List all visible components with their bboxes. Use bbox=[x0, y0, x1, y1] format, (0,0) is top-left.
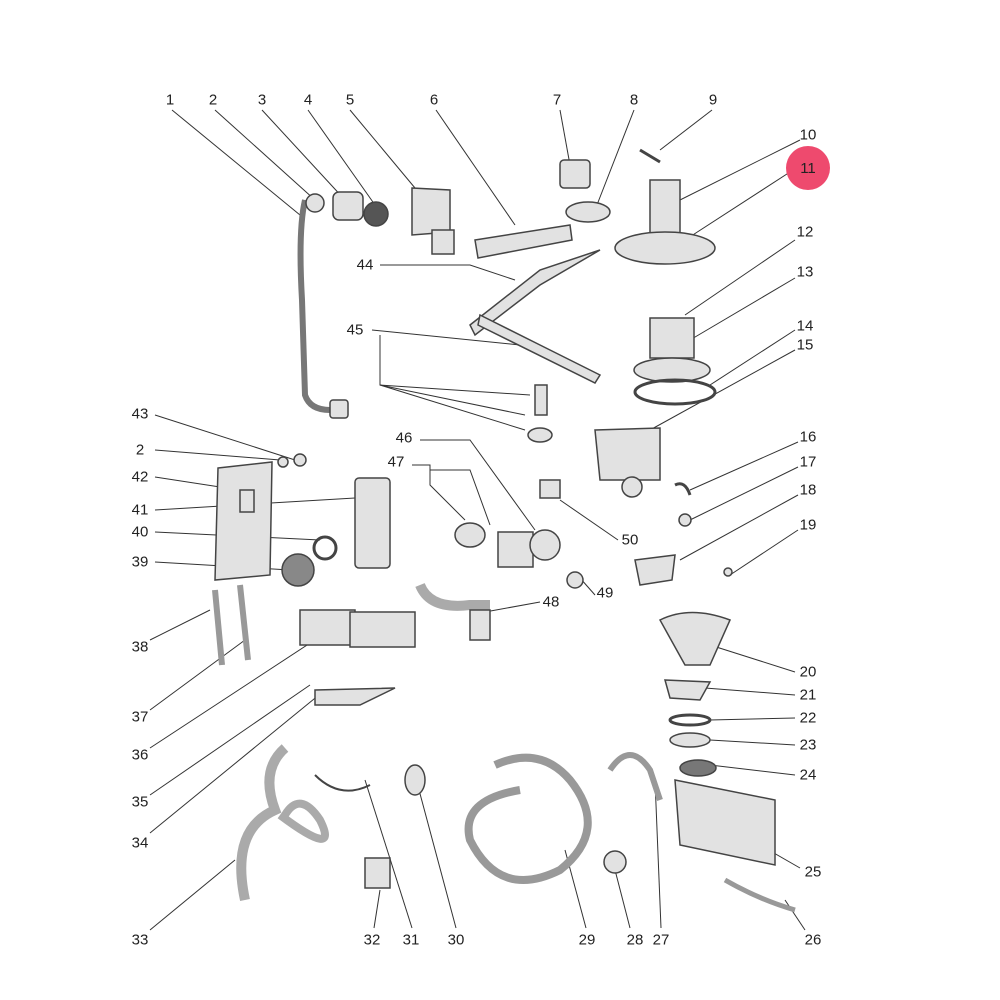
callout-label: 10 bbox=[799, 126, 817, 144]
callout-label: 33 bbox=[131, 931, 149, 949]
callout-label: 21 bbox=[799, 686, 817, 704]
callout-label: 7 bbox=[552, 91, 562, 109]
callout-label: 42 bbox=[131, 468, 149, 486]
callout-label: 6 bbox=[429, 91, 439, 109]
callout-label: 40 bbox=[131, 523, 149, 541]
callout-label: 2 bbox=[135, 441, 145, 459]
callout-label: 45 bbox=[346, 321, 364, 339]
callout-label: 23 bbox=[799, 736, 817, 754]
callout-label: 14 bbox=[796, 317, 814, 335]
callout-label: 27 bbox=[652, 931, 670, 949]
callout-label: 47 bbox=[387, 453, 405, 471]
callout-label: 22 bbox=[799, 709, 817, 727]
callout-label: 41 bbox=[131, 501, 149, 519]
callout-label: 28 bbox=[626, 931, 644, 949]
callout-label: 12 bbox=[796, 223, 814, 241]
callout-label: 16 bbox=[799, 428, 817, 446]
callout-label: 30 bbox=[447, 931, 465, 949]
callout-label: 50 bbox=[621, 531, 639, 549]
callout-label: 25 bbox=[804, 863, 822, 881]
callout-label: 24 bbox=[799, 766, 817, 784]
callout-label: 48 bbox=[542, 593, 560, 611]
callout-label: 36 bbox=[131, 746, 149, 764]
callout-label: 2 bbox=[208, 91, 218, 109]
callout-label: 39 bbox=[131, 553, 149, 571]
callout-label: 49 bbox=[596, 584, 614, 602]
callout-label: 1 bbox=[165, 91, 175, 109]
callout-label: 37 bbox=[131, 708, 149, 726]
callout-label: 17 bbox=[799, 453, 817, 471]
callout-label: 15 bbox=[796, 336, 814, 354]
callout-label: 26 bbox=[804, 931, 822, 949]
callout-label: 5 bbox=[345, 91, 355, 109]
callout-label: 18 bbox=[799, 481, 817, 499]
callout-label: 35 bbox=[131, 793, 149, 811]
callout-label: 19 bbox=[799, 516, 817, 534]
callout-label: 20 bbox=[799, 663, 817, 681]
callout-label: 31 bbox=[402, 931, 420, 949]
callout-label: 34 bbox=[131, 834, 149, 852]
part-drawings bbox=[212, 148, 796, 913]
callout-label: 46 bbox=[395, 429, 413, 447]
callout-badge-highlighted[interactable]: 11 bbox=[786, 146, 830, 190]
callout-label: 13 bbox=[796, 263, 814, 281]
callout-label: 3 bbox=[257, 91, 267, 109]
callout-label: 44 bbox=[356, 256, 374, 274]
callout-label: 32 bbox=[363, 931, 381, 949]
callout-label: 29 bbox=[578, 931, 596, 949]
callout-label: 9 bbox=[708, 91, 718, 109]
callout-label: 8 bbox=[629, 91, 639, 109]
callout-label: 38 bbox=[131, 638, 149, 656]
callout-label: 43 bbox=[131, 405, 149, 423]
callout-label: 4 bbox=[303, 91, 313, 109]
